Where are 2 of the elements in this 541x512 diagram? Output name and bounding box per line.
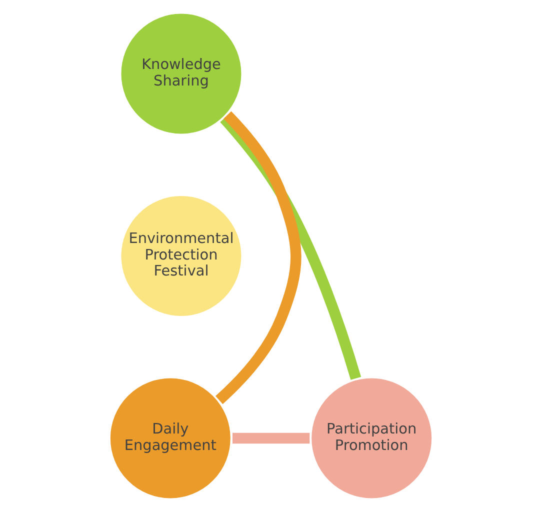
connector xyxy=(232,432,310,444)
connector xyxy=(214,111,301,404)
